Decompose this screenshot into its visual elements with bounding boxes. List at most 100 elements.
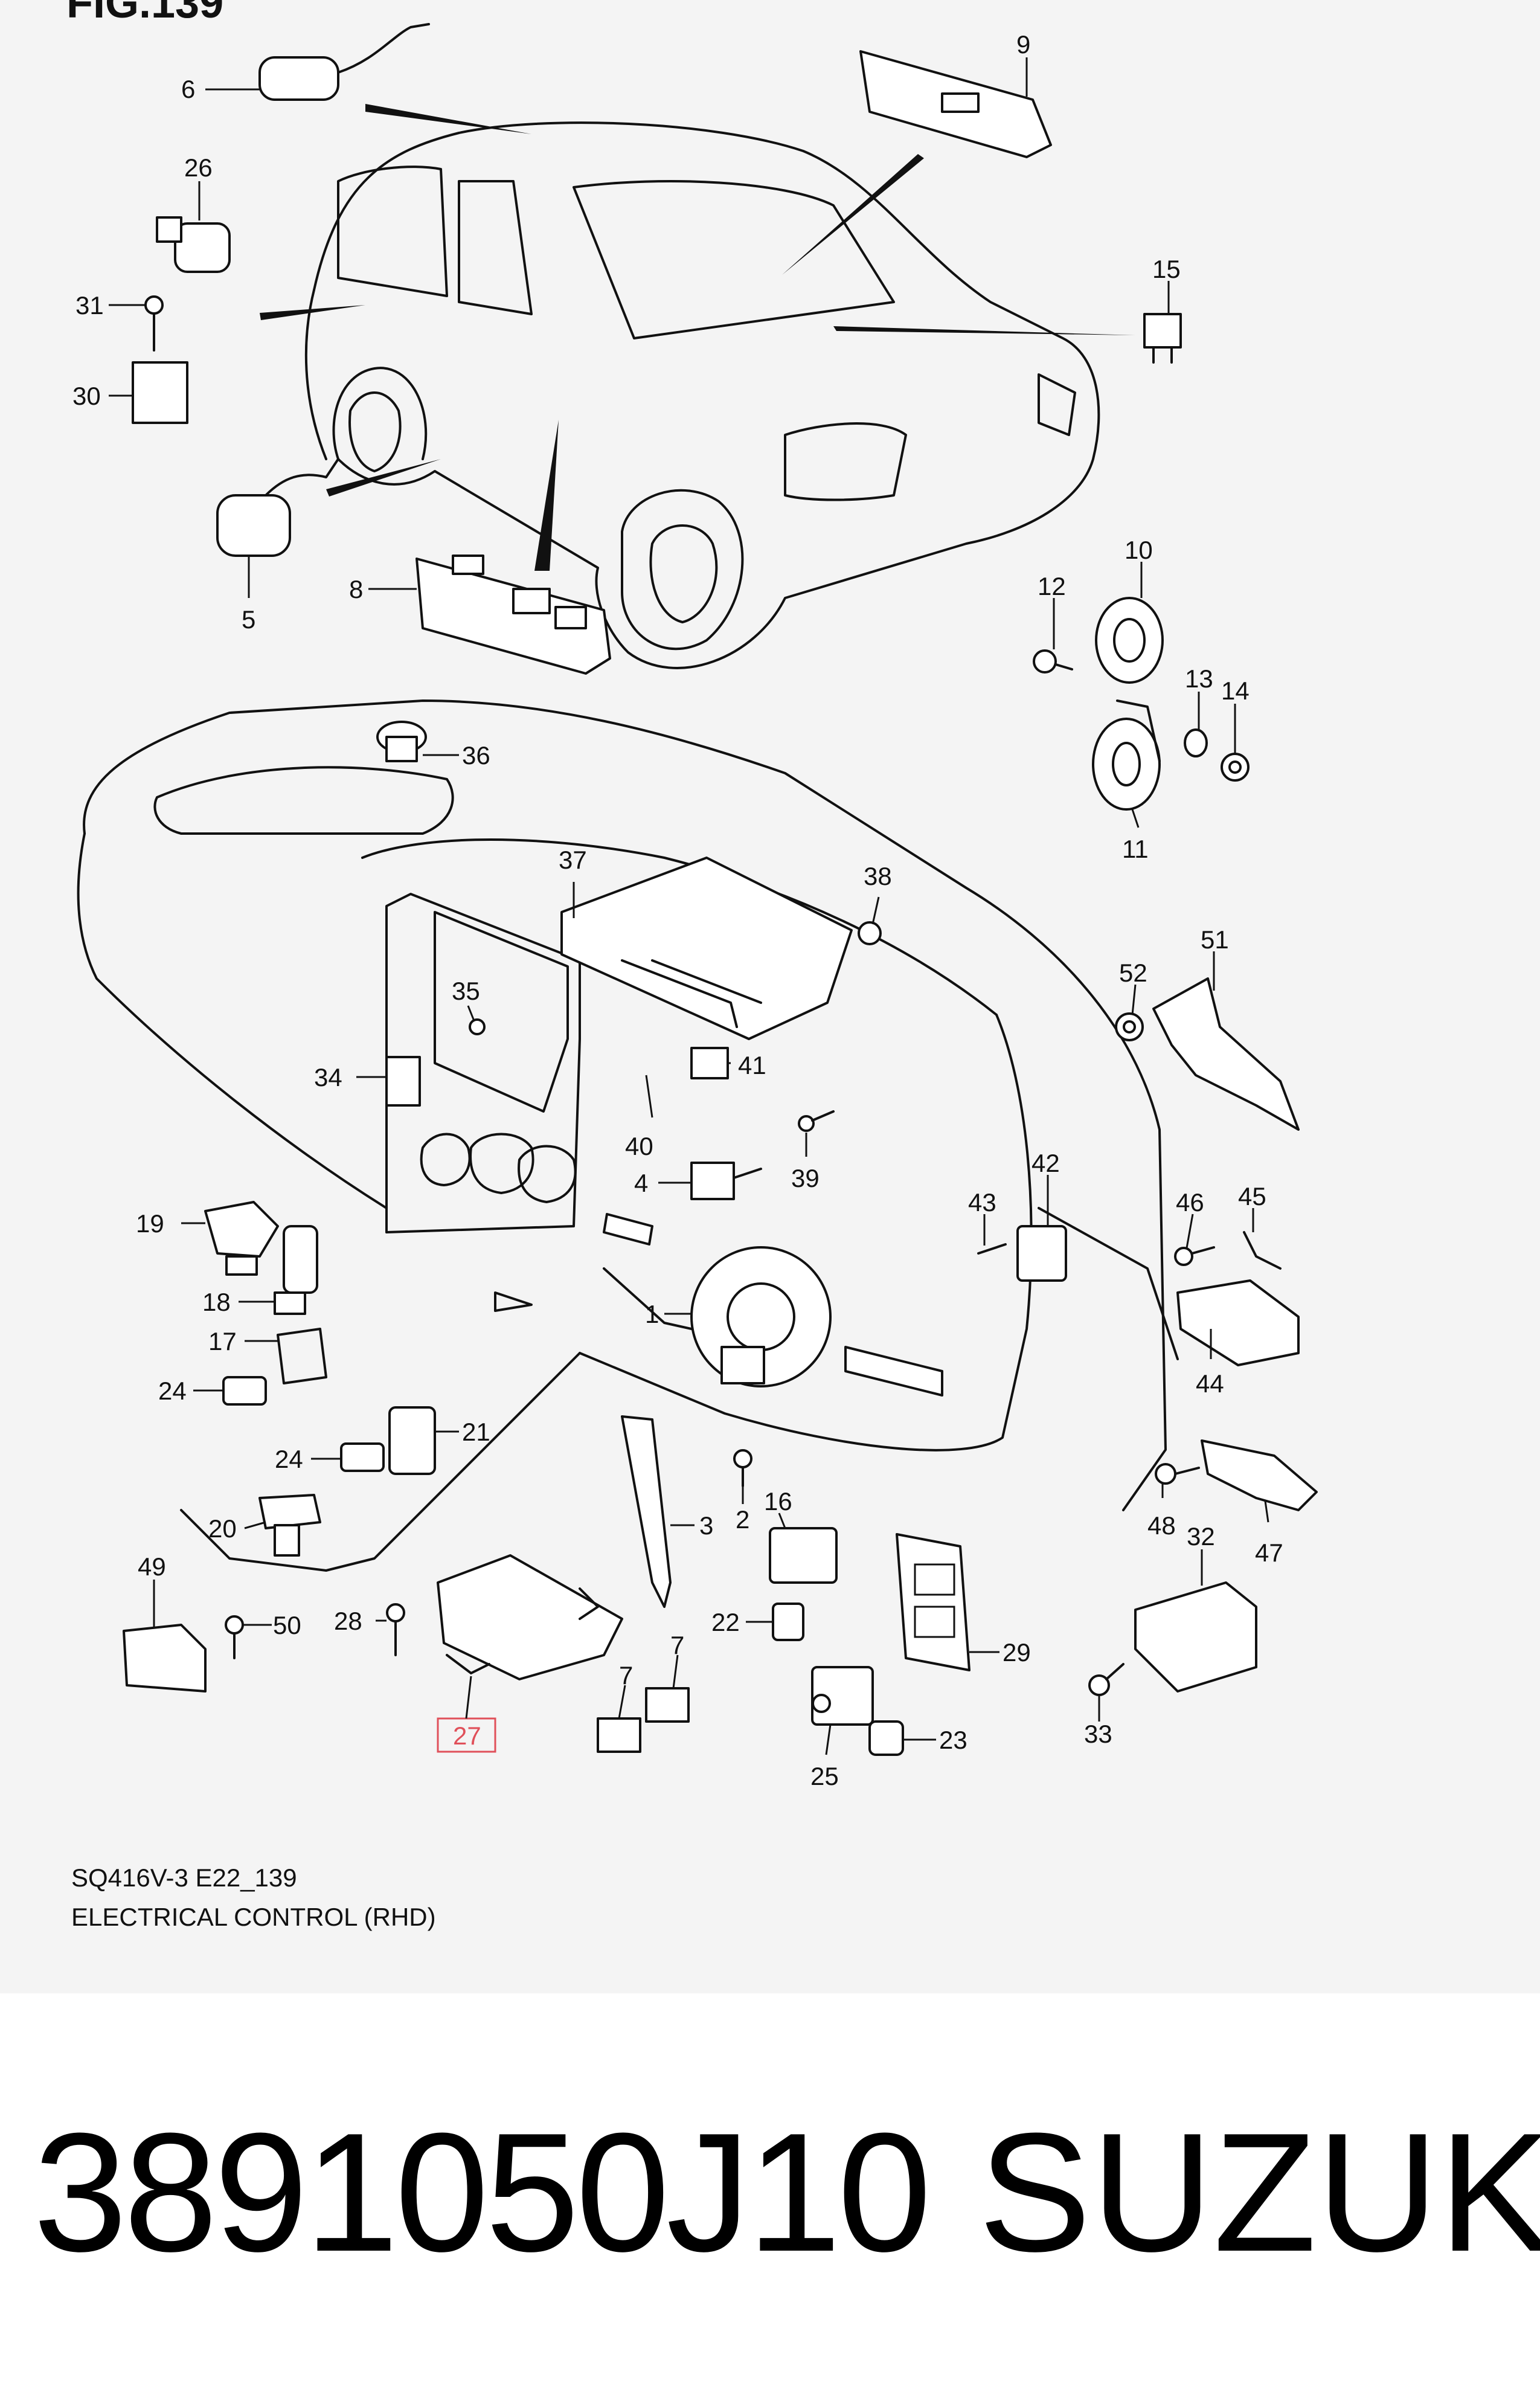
part-18-switch bbox=[274, 1225, 318, 1315]
parts-diagram: 6 9 26 31 30 15 5 8 10 12 13 14 bbox=[72, 23, 1318, 1790]
dashboard-outline bbox=[77, 699, 1179, 1572]
part-44-module bbox=[1176, 1279, 1300, 1366]
part-2-screw bbox=[733, 1449, 752, 1487]
callout-34: 34 bbox=[314, 1063, 342, 1092]
callout-27: 27 bbox=[453, 1722, 481, 1750]
part-20-switch bbox=[258, 1494, 321, 1557]
part-7-connector-a bbox=[645, 1687, 690, 1723]
part-14-nut bbox=[1221, 753, 1250, 782]
part-19-switch bbox=[204, 1201, 279, 1276]
figure-title: FIG.139 bbox=[66, 0, 224, 27]
part-16-switch bbox=[769, 1527, 838, 1584]
part-24-cap-b bbox=[340, 1442, 385, 1472]
part-24-cap-a bbox=[222, 1376, 267, 1406]
callout-21: 21 bbox=[462, 1418, 490, 1446]
part-3-cable-tie bbox=[621, 1415, 672, 1608]
part-38-nut bbox=[858, 921, 882, 945]
part-25-switch bbox=[811, 1666, 874, 1726]
diagram-area: FIG.139 bbox=[0, 0, 1540, 1993]
part-9-window-switch bbox=[859, 50, 1052, 158]
callout-32: 32 bbox=[1187, 1522, 1215, 1551]
part-50-screw bbox=[225, 1615, 244, 1659]
callout-22: 22 bbox=[711, 1608, 740, 1636]
part-10-horn bbox=[1095, 597, 1164, 684]
part-35-screw bbox=[469, 1018, 486, 1035]
callout-30: 30 bbox=[72, 382, 101, 410]
part-1-combination-switch bbox=[603, 1213, 943, 1397]
part-13-washer bbox=[1184, 728, 1208, 757]
part-12-bolt bbox=[1033, 649, 1073, 674]
part-26-lighter bbox=[156, 216, 231, 273]
callout-23: 23 bbox=[939, 1726, 967, 1754]
callout-14: 14 bbox=[1221, 677, 1250, 705]
callout-29: 29 bbox=[1003, 1638, 1031, 1667]
figure-code: SQ416V-3 E22_139 bbox=[71, 1863, 297, 1892]
part-29-bezel bbox=[896, 1533, 971, 1671]
callout-26: 26 bbox=[184, 153, 213, 182]
part-17-bracket bbox=[277, 1328, 327, 1384]
callout-52: 52 bbox=[1119, 959, 1147, 987]
callout-35: 35 bbox=[452, 977, 480, 1005]
part-37-control-unit bbox=[560, 857, 853, 1040]
callout-28: 28 bbox=[334, 1607, 362, 1635]
callout-47: 47 bbox=[1255, 1538, 1283, 1567]
part-8-window-master bbox=[415, 555, 611, 675]
callout-5: 5 bbox=[242, 605, 255, 634]
part-number: 3891050J10 bbox=[33, 2098, 932, 2287]
callout-25: 25 bbox=[810, 1762, 839, 1790]
callout-45: 45 bbox=[1238, 1182, 1266, 1210]
callout-36: 36 bbox=[462, 741, 490, 770]
part-51-bracket bbox=[1152, 977, 1300, 1131]
part-23-cap bbox=[868, 1720, 904, 1756]
callout-38: 38 bbox=[864, 862, 892, 890]
callout-49: 49 bbox=[138, 1552, 166, 1581]
part-4-switch bbox=[690, 1162, 762, 1200]
part-36-plug bbox=[376, 721, 427, 762]
callout-51: 51 bbox=[1201, 925, 1229, 954]
part-21-switch bbox=[388, 1406, 436, 1475]
callout-16: 16 bbox=[764, 1487, 792, 1516]
part-49-bracket bbox=[123, 1624, 207, 1693]
callout-20: 20 bbox=[208, 1514, 237, 1543]
callout-41: 41 bbox=[738, 1051, 766, 1079]
callout-44: 44 bbox=[1196, 1369, 1224, 1398]
callout-11: 11 bbox=[1122, 835, 1149, 863]
callout-43: 43 bbox=[968, 1188, 996, 1217]
callout-24: 24 bbox=[158, 1377, 187, 1405]
part-15-relay bbox=[1143, 313, 1182, 364]
part-32-module bbox=[1134, 1581, 1257, 1693]
callout-31: 31 bbox=[75, 291, 104, 320]
callout-46: 46 bbox=[1176, 1188, 1204, 1217]
part-22-cap bbox=[772, 1603, 804, 1641]
callout-19: 19 bbox=[136, 1209, 164, 1238]
callout-13: 13 bbox=[1185, 664, 1213, 693]
callout-15: 15 bbox=[1152, 255, 1181, 283]
parts bbox=[123, 23, 1318, 1756]
callout-24b: 24 bbox=[275, 1445, 303, 1473]
part-27-sensor-module bbox=[437, 1554, 623, 1680]
part-33-bolt bbox=[1088, 1663, 1125, 1696]
callout-39: 39 bbox=[791, 1164, 820, 1192]
callout-9: 9 bbox=[1016, 30, 1030, 59]
callout-4: 4 bbox=[634, 1169, 648, 1197]
product-banner: 3891050J10 SUZUKI bbox=[0, 2102, 1540, 2283]
part-6-door-switch bbox=[258, 23, 430, 101]
callout-7b: 7 bbox=[619, 1661, 633, 1690]
part-48-bolt bbox=[1155, 1463, 1200, 1485]
vehicle-outline bbox=[260, 104, 1135, 669]
callout-42: 42 bbox=[1031, 1149, 1060, 1177]
figure-name: ELECTRICAL CONTROL (RHD) bbox=[71, 1903, 436, 1931]
callout-17: 17 bbox=[208, 1327, 237, 1355]
callout-8: 8 bbox=[349, 575, 363, 603]
callout-1: 1 bbox=[645, 1300, 659, 1328]
callout-2: 2 bbox=[736, 1505, 749, 1534]
callout-7a: 7 bbox=[670, 1631, 684, 1659]
callout-40: 40 bbox=[625, 1132, 653, 1160]
callout-33: 33 bbox=[1084, 1720, 1112, 1748]
part-11-horn bbox=[1092, 699, 1161, 811]
part-43-screw bbox=[977, 1243, 1007, 1255]
part-34-switch bbox=[385, 1056, 421, 1107]
part-28-screw bbox=[386, 1603, 405, 1656]
part-7-connector-b bbox=[597, 1717, 641, 1753]
part-47-bracket bbox=[1201, 1439, 1318, 1511]
